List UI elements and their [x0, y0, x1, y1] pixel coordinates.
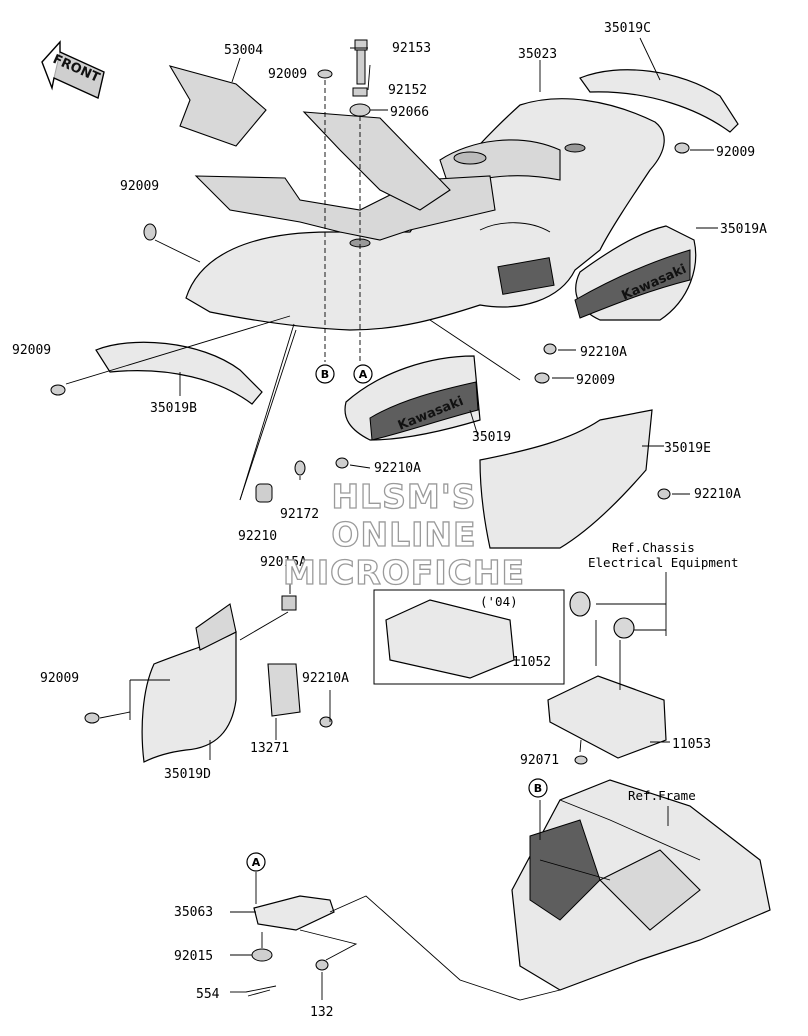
collar-92210-icon — [255, 483, 273, 503]
label-92153: 92153 — [392, 41, 431, 56]
label-92210A-3: 92210A — [694, 487, 741, 502]
inner-fender-35019D — [141, 630, 237, 763]
leader-lines — [65, 37, 718, 1001]
battery-tray-11053 — [547, 675, 667, 759]
ref-B-frame: B — [528, 778, 548, 798]
side-panel-35019: Kawasaki — [344, 355, 481, 441]
battery-tray-11052 — [385, 599, 515, 679]
label-92172: 92172 — [280, 507, 319, 522]
note-electrical-equipment: Electrical Equipment — [588, 555, 739, 570]
label-13271: 13271 — [250, 741, 289, 756]
label-92009-d: 92009 — [40, 671, 79, 686]
label-35019E: 35019E — [664, 441, 711, 456]
label-554: 554 — [196, 987, 220, 1002]
label-92009-mid: 92009 — [576, 373, 615, 388]
label-132: 132 — [310, 1005, 333, 1020]
label-92009-top: 92009 — [268, 67, 307, 82]
hardware — [50, 39, 690, 997]
label-35019: 35019 — [472, 430, 511, 445]
label-92015: 92015 — [174, 949, 213, 964]
label-35023: 35023 — [518, 47, 557, 62]
screw-92009-d-icon — [84, 712, 100, 724]
nut-92210A-4-icon — [319, 716, 333, 728]
screw-92009-top-icon — [317, 69, 333, 79]
bracket-35063 — [253, 895, 335, 931]
note-year-04: ('04) — [480, 594, 518, 609]
label-53004: 53004 — [224, 43, 263, 58]
label-92152: 92152 — [388, 83, 427, 98]
label-35019A: 35019A — [720, 222, 767, 237]
label-92066: 92066 — [390, 105, 429, 120]
watermark-line-3: MICROFICHE — [283, 553, 525, 592]
label-35063: 35063 — [174, 905, 213, 920]
bolt-132-icon — [315, 959, 329, 971]
relay-2-icon — [613, 617, 635, 639]
washer-92066-icon — [349, 103, 371, 117]
nut-92015-icon — [251, 948, 273, 962]
label-35019D: 35019D — [164, 767, 211, 782]
screw-92009-right-icon — [674, 142, 690, 154]
svg-text:A: A — [359, 368, 368, 381]
screw-92009-mid-icon — [534, 372, 550, 384]
label-35019C: 35019C — [604, 21, 651, 36]
label-92210: 92210 — [238, 529, 277, 544]
svg-text:B: B — [321, 368, 329, 381]
label-11052: 11052 — [512, 655, 551, 670]
nut-92210A-3-icon — [657, 488, 671, 500]
trim-35019B — [95, 341, 263, 405]
pin-554-icon — [245, 985, 277, 997]
label-92015A: 92015A — [260, 555, 307, 570]
label-92210A-2: 92210A — [374, 461, 421, 476]
svg-text:A: A — [252, 856, 261, 869]
bracket-13271 — [267, 663, 301, 717]
label-92009-right: 92009 — [716, 145, 755, 160]
grommet-92071-icon — [574, 755, 588, 765]
label-92009-left: 92009 — [120, 179, 159, 194]
note-ref-chassis: Ref.Chassis — [612, 540, 695, 555]
label-92210A-4: 92210A — [302, 671, 349, 686]
nut-92210A-1-icon — [543, 343, 557, 355]
bolt-92153-icon — [354, 39, 368, 51]
note-ref-frame: Ref.Frame — [628, 788, 696, 803]
label-11053: 11053 — [672, 737, 711, 752]
front-arrow-icon: FRONT — [41, 40, 105, 99]
trim-35019C — [579, 69, 739, 133]
watermark: HLSM'S ONLINE MICROFICHE — [282, 476, 525, 592]
screw-92009-b-icon — [50, 384, 66, 396]
fender-side-panel — [302, 111, 451, 211]
frame-assembly — [511, 779, 771, 991]
label-92210A-1: 92210A — [580, 345, 627, 360]
label-92009-b: 92009 — [12, 343, 51, 358]
detail-box-04 — [373, 589, 565, 685]
screw-92009-left-icon — [143, 223, 157, 241]
screw-92172-icon — [294, 460, 306, 476]
label-35019B: 35019B — [150, 401, 197, 416]
part-53004-sheet — [168, 65, 267, 147]
relay-icon — [569, 591, 591, 617]
ref-A-bottom: A — [246, 852, 266, 872]
svg-text:B: B — [534, 782, 542, 795]
watermark-line-1: HLSM'S — [331, 477, 476, 516]
side-panel-35019E — [479, 409, 653, 549]
clip-92015A-icon — [281, 595, 297, 611]
side-panel-35019A: Kawasaki — [574, 225, 697, 321]
ref-A-top: A — [353, 364, 373, 384]
nut-92210A-2-icon — [335, 457, 349, 469]
ref-B-top: B — [315, 364, 335, 384]
watermark-line-2: ONLINE — [331, 515, 476, 554]
label-92071: 92071 — [520, 753, 559, 768]
